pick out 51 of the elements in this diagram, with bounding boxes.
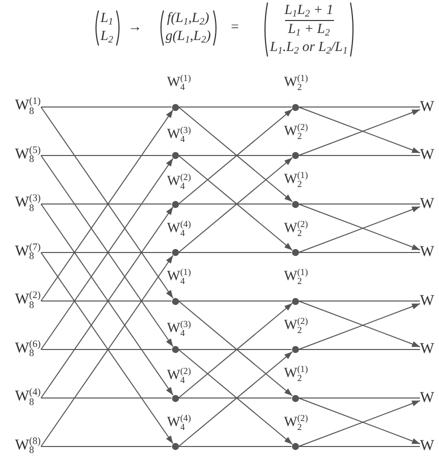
connector-line xyxy=(40,252,172,253)
connector-line xyxy=(178,300,292,302)
arrow-symbol: → xyxy=(128,21,142,35)
connector-line xyxy=(40,446,172,447)
output-label: W xyxy=(420,100,434,114)
junction-dot xyxy=(292,104,298,110)
formula-text: g(L$_{1}$,L$_{2}$) xyxy=(166,30,211,44)
output-label: W xyxy=(420,196,434,212)
connector-line xyxy=(178,106,292,108)
junction-dot xyxy=(172,152,178,159)
output-label: W xyxy=(420,439,434,454)
output-label: W xyxy=(420,390,434,406)
connector-line xyxy=(298,106,420,108)
connector-line xyxy=(40,155,172,156)
formula-text: L$_{1}$.L$_{2}$ or L$_{2}$/L$_{1}$ xyxy=(270,41,348,55)
junction-dot xyxy=(292,200,298,208)
output-label: W xyxy=(420,148,434,163)
connector-line xyxy=(298,252,420,253)
formula-text: f(L$_{1}$,L$_{2}$) xyxy=(167,12,210,26)
connector-line xyxy=(298,300,420,302)
connector-line xyxy=(298,446,420,447)
output-label: W xyxy=(420,245,434,260)
connector-line xyxy=(40,106,172,108)
connector-line xyxy=(178,349,292,350)
junction-dot xyxy=(172,394,178,402)
formula-text: L$_{1}$ + L$_{2}$ xyxy=(288,23,330,37)
formula-text: L$_{1}$L$_{2}$ + 1 xyxy=(284,4,334,18)
junction-dot xyxy=(172,104,178,110)
output-label: W xyxy=(420,342,434,357)
formula-text: L$_{2}$ xyxy=(100,30,114,44)
output-label: W xyxy=(420,294,434,308)
formula-text: L$_{1}$ xyxy=(100,12,114,26)
junction-dot xyxy=(172,346,178,353)
junction-dot xyxy=(292,152,298,159)
connector-line xyxy=(298,349,420,350)
junction-dot xyxy=(292,346,298,353)
junction-dot xyxy=(172,200,178,208)
junction-dot xyxy=(292,394,298,402)
equals-sign: = xyxy=(231,21,239,35)
junction-dot xyxy=(172,249,178,256)
junction-dot xyxy=(292,249,298,256)
connector-line xyxy=(178,252,292,253)
junction-dot xyxy=(292,443,298,450)
junction-dot xyxy=(172,298,178,304)
junction-dot xyxy=(292,298,298,304)
connector-line xyxy=(298,155,420,156)
connector-line xyxy=(40,349,172,350)
connector-line xyxy=(40,300,172,302)
connector-line xyxy=(178,155,292,156)
junction-dot xyxy=(172,443,178,450)
connector-line xyxy=(178,446,292,447)
